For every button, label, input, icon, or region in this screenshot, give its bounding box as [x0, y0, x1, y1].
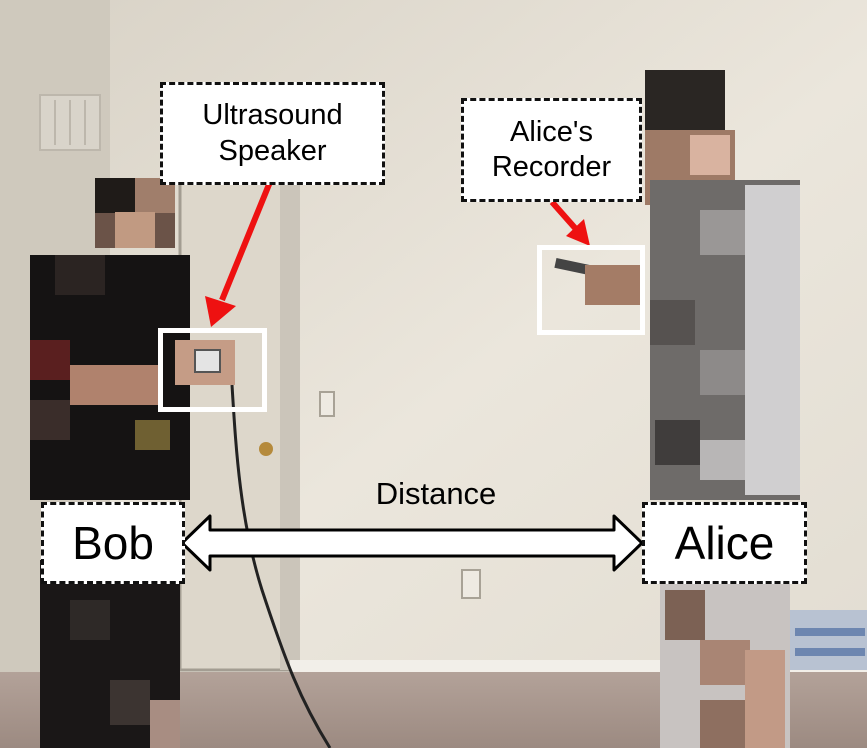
speaker-arrow-shaft	[219, 180, 273, 302]
speaker-label-line1: Ultrasound	[202, 99, 343, 132]
phone-in-hand	[554, 257, 640, 305]
alice-figure	[645, 70, 800, 748]
alice-label: Alice	[642, 502, 807, 584]
recorder-label-line1: Alice's	[510, 115, 593, 148]
alices-recorder-label: Alice's Recorder	[461, 98, 642, 202]
wall-outlet	[461, 569, 481, 599]
speaker-device	[175, 340, 235, 385]
ultrasound-speaker-label: Ultrasound Speaker	[160, 82, 385, 185]
distance-label: Distance	[375, 476, 497, 511]
recorder-label-line2: Recorder	[491, 151, 612, 183]
door-frame	[280, 175, 300, 670]
door-knob	[259, 442, 273, 456]
speaker-cable	[230, 384, 332, 748]
bob-label: Bob	[41, 502, 185, 584]
boxes	[790, 610, 867, 670]
speaker-arrow-head	[205, 296, 236, 327]
bob-figure	[30, 178, 190, 748]
light-switch	[319, 391, 335, 417]
speaker-highlight-box	[158, 328, 267, 412]
speaker-label-line2: Speaker	[218, 134, 327, 167]
recorder-highlight-box	[537, 245, 645, 335]
recorder-arrow-shaft	[549, 200, 578, 230]
recorder-arrow-head	[566, 219, 590, 246]
